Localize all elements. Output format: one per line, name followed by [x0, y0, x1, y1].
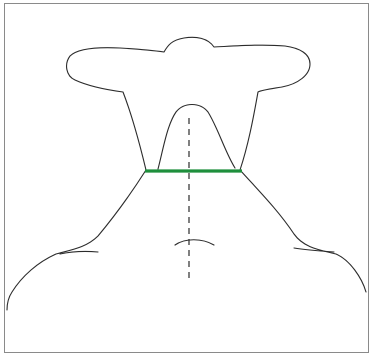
head-outline [67, 37, 310, 170]
diagram-frame [5, 4, 369, 353]
chest-curve [175, 240, 214, 245]
right-shoulder-outline [240, 170, 366, 292]
left-shoulder-outline [7, 170, 146, 310]
muzzle-outline [158, 105, 235, 170]
